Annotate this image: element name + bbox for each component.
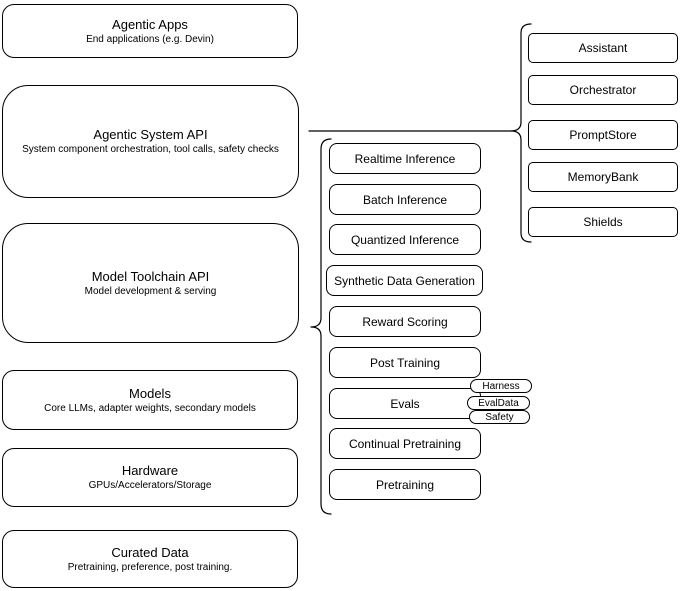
tag-harness: Harness xyxy=(470,379,532,393)
node-curated-data: Curated Data Pretraining, preference, po… xyxy=(2,530,298,588)
node-title: Hardware xyxy=(121,463,179,478)
toolchain-brace xyxy=(310,138,332,515)
node-subtitle: Pretraining, preference, post training. xyxy=(67,561,233,573)
tag-evaldata: EvalData xyxy=(467,396,530,410)
node-pretraining: Pretraining xyxy=(329,469,481,500)
node-title: Model Toolchain API xyxy=(91,268,210,284)
node-title: Models xyxy=(129,385,171,401)
node-continual-pretraining: Continual Pretraining xyxy=(329,428,481,459)
node-model-toolchain-api: Model Toolchain API Model development & … xyxy=(2,223,299,343)
node-reward-scoring: Reward Scoring xyxy=(329,306,481,337)
node-shields: Shields xyxy=(528,207,678,237)
node-subtitle: End applications (e.g. Devin) xyxy=(86,33,214,45)
node-post-training: Post Training xyxy=(329,347,481,378)
node-assistant: Assistant xyxy=(528,33,678,63)
node-memorybank: MemoryBank xyxy=(528,162,678,192)
node-title: Agentic Apps xyxy=(112,16,188,32)
node-title: Curated Data xyxy=(111,544,189,560)
node-batch-inference: Batch Inference xyxy=(329,184,481,215)
node-subtitle: System component orchestration, tool cal… xyxy=(22,144,279,155)
node-subtitle: Core LLMs, adapter weights, secondary mo… xyxy=(44,402,256,414)
node-models: Models Core LLMs, adapter weights, secon… xyxy=(2,370,298,430)
node-quantized-inference: Quantized Inference xyxy=(329,224,481,255)
node-title: Agentic System API xyxy=(93,127,208,142)
node-synthetic-data-generation: Synthetic Data Generation xyxy=(326,265,483,296)
node-subtitle: GPUs/Accelerators/Storage xyxy=(88,480,212,491)
node-agentic-system-api: Agentic System API System component orch… xyxy=(2,85,299,198)
node-realtime-inference: Realtime Inference xyxy=(329,143,481,174)
node-promptstore: PromptStore xyxy=(528,120,678,150)
node-orchestrator: Orchestrator xyxy=(528,75,678,105)
node-evals: Evals xyxy=(329,388,481,419)
node-hardware: Hardware GPUs/Accelerators/Storage xyxy=(2,448,298,507)
tag-safety: Safety xyxy=(469,410,530,424)
node-agentic-apps: Agentic Apps End applications (e.g. Devi… xyxy=(2,4,298,58)
node-subtitle: Model development & serving xyxy=(84,285,217,297)
